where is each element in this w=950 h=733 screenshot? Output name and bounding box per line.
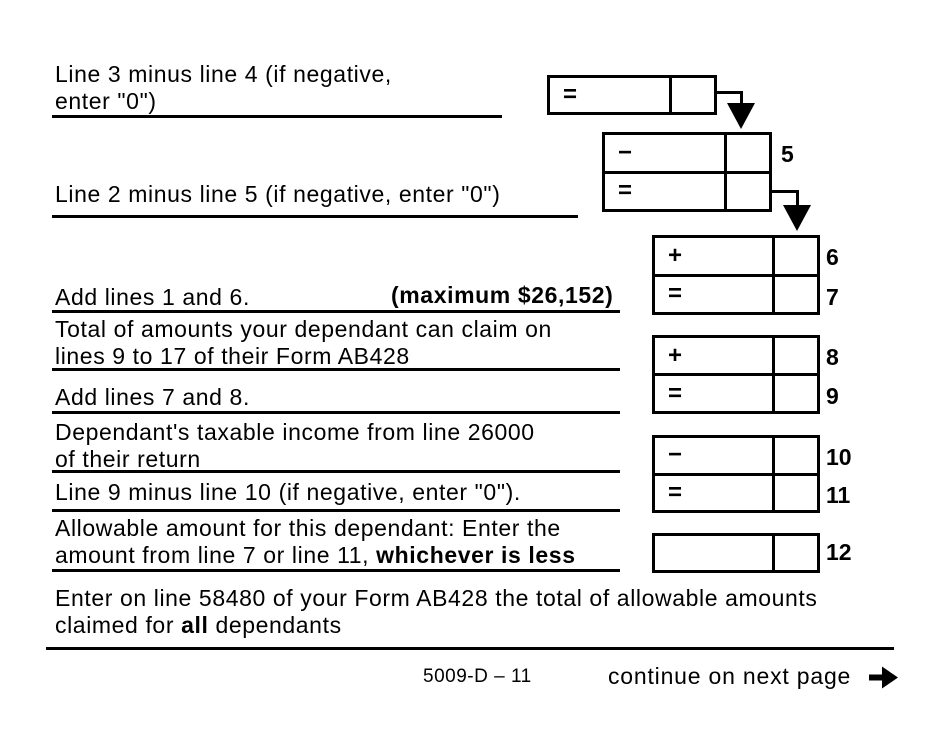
amount-field-line6[interactable]: + xyxy=(655,238,817,274)
operator-equals: = xyxy=(563,81,578,108)
instruction-enter-total-line2-bold: all xyxy=(181,612,209,638)
arrow-b-horizontal xyxy=(771,190,799,193)
instruction-dependant-claim-line2: lines 9 to 17 of their Form AB428 xyxy=(55,343,410,369)
continue-arrow-icon xyxy=(869,666,899,694)
amount-field-line3-minus-4[interactable]: = xyxy=(550,78,714,112)
cents-cell[interactable] xyxy=(724,173,769,209)
instruction-allowable-line2-normal: amount from line 7 or line 11, xyxy=(55,542,377,568)
operator-equals: = xyxy=(668,478,683,506)
amount-field-line10[interactable]: − xyxy=(655,438,817,473)
line-number-9: 9 xyxy=(826,383,839,409)
arrow-b-vertical xyxy=(796,190,799,207)
cents-cell[interactable] xyxy=(772,376,817,411)
arrow-a-head xyxy=(727,103,755,129)
amount-field-line8[interactable]: + xyxy=(655,338,817,373)
footer-divider xyxy=(46,647,894,650)
instruction-allowable-line2: amount from line 7 or line 11, whichever… xyxy=(55,542,576,569)
instruction-allowable-line1: Allowable amount for this dependant: Ent… xyxy=(55,515,561,541)
cents-cell[interactable] xyxy=(724,135,769,171)
instruction-enter-total-line1: Enter on line 58480 of your Form AB428 t… xyxy=(55,585,818,611)
cents-cell[interactable] xyxy=(772,475,817,510)
underline-add-7-8 xyxy=(52,411,620,414)
amount-box-line3-minus-4: = xyxy=(547,75,717,115)
underline-add-1-6 xyxy=(52,310,620,313)
instruction-enter-total-line2-pre: claimed for xyxy=(55,612,182,638)
arrow-b-head xyxy=(783,205,811,231)
amount-box-line5-group: − = xyxy=(602,132,772,212)
operator-plus: + xyxy=(668,341,683,369)
line-number-6: 6 xyxy=(826,244,839,270)
instruction-line9-minus-10: Line 9 minus line 10 (if negative, enter… xyxy=(55,479,521,505)
instruction-dependant-income-line2: of their return xyxy=(55,446,201,472)
instruction-allowable-line2-bold: whichever is less xyxy=(376,542,576,568)
instruction-line5-calc-line2: enter "0") xyxy=(55,88,157,114)
amount-field-line5[interactable]: − xyxy=(605,135,769,171)
cents-cell[interactable] xyxy=(669,78,714,112)
maximum-note: (maximum $26,152) xyxy=(391,282,614,308)
arrow-a-vertical xyxy=(740,91,743,105)
cents-cell[interactable] xyxy=(772,536,817,570)
underline-line2-minus-5 xyxy=(52,215,578,218)
underline-dependant-claim xyxy=(52,368,620,371)
continue-text: continue on next page xyxy=(608,663,852,689)
amount-box-line-12 xyxy=(652,533,820,573)
instruction-line5-calc-line1: Line 3 minus line 4 (if negative, xyxy=(55,61,392,87)
arrow-a-horizontal xyxy=(716,91,743,94)
instruction-dependant-claim-line1: Total of amounts your dependant can clai… xyxy=(55,316,552,342)
operator-minus: − xyxy=(668,441,683,469)
instruction-enter-total-line2-post: dependants xyxy=(208,612,342,638)
amount-field-line2-minus-5[interactable]: = xyxy=(605,170,769,209)
operator-plus: + xyxy=(668,241,683,269)
cents-cell[interactable] xyxy=(772,276,817,312)
cents-cell[interactable] xyxy=(772,338,817,373)
line-number-10: 10 xyxy=(826,444,852,470)
operator-equals: = xyxy=(668,280,683,308)
amount-field-line11[interactable]: = xyxy=(655,472,817,510)
underline-dependant-income xyxy=(52,470,620,473)
line-number-11: 11 xyxy=(826,482,851,508)
amount-field-line9[interactable]: = xyxy=(655,373,817,411)
line-number-7: 7 xyxy=(826,284,839,310)
amount-box-lines-8-9: + = xyxy=(652,335,820,414)
amount-field-line12[interactable] xyxy=(655,536,817,570)
line-number-5: 5 xyxy=(781,141,794,167)
line-number-8: 8 xyxy=(826,344,839,370)
instruction-add-7-8: Add lines 7 and 8. xyxy=(55,384,250,410)
amount-box-lines-10-11: − = xyxy=(652,435,820,513)
instruction-line2-minus-5: Line 2 minus line 5 (if negative, enter … xyxy=(55,181,501,207)
underline-line9-minus-10 xyxy=(52,509,620,512)
cents-cell[interactable] xyxy=(772,438,817,473)
underline-allowable xyxy=(52,569,620,572)
underline-line5-calc xyxy=(52,115,502,118)
form-code: 5009-D – 11 xyxy=(423,666,532,687)
amount-field-line7[interactable]: = xyxy=(655,273,817,312)
instruction-dependant-income-line1: Dependant's taxable income from line 260… xyxy=(55,419,535,445)
instruction-enter-total-line2: claimed for all dependants xyxy=(55,612,342,639)
operator-equals: = xyxy=(668,379,683,407)
instruction-add-1-6: Add lines 1 and 6. xyxy=(55,284,250,310)
cents-cell[interactable] xyxy=(772,238,817,274)
operator-minus: − xyxy=(618,138,633,166)
line-number-12: 12 xyxy=(826,539,852,565)
operator-equals: = xyxy=(618,177,633,205)
amount-box-lines-6-7: + = xyxy=(652,235,820,315)
